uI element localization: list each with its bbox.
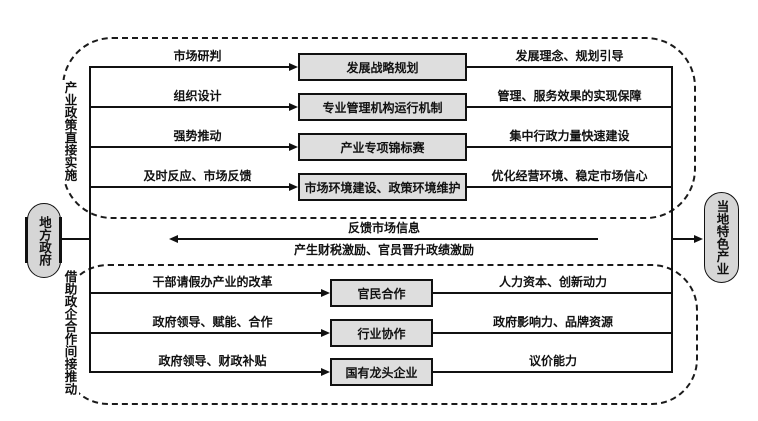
feedback-bottom-label: 产生财税激励、官员晋升政绩激励: [293, 243, 474, 257]
row-left-label: 组织设计: [173, 89, 222, 103]
row-right-label: 集中行政力量快速建设: [509, 129, 630, 143]
row-right-label: 优化经营环境、稳定市场信心: [491, 169, 648, 183]
row-left-label: 市场研判: [173, 49, 222, 63]
flow-line: [90, 186, 289, 188]
flow-line: [467, 186, 673, 188]
arrowhead-right-icon: [694, 235, 703, 243]
row-left-label: 强势推动: [173, 129, 222, 143]
flow-line: [467, 146, 673, 148]
row-left-label: 政府领导、财政补贴: [158, 354, 267, 368]
flow-line: [90, 106, 289, 108]
bottom-section-side-label: 借助政企合作间接推动: [61, 269, 79, 396]
feedback-line: [178, 238, 598, 240]
row-right-label: 议价能力: [528, 354, 577, 368]
row-left-label: 及时反应、市场反馈: [143, 169, 252, 183]
arrowhead-right-icon: [289, 183, 298, 191]
flow-line: [90, 292, 321, 294]
flow-line: [90, 371, 321, 373]
node-side-bar: [25, 217, 28, 263]
arrowhead-right-icon: [321, 289, 330, 297]
row-right-label: 发展理念、规划引导: [515, 49, 624, 63]
node-side-bar: [59, 217, 62, 263]
flow-line: [90, 66, 289, 68]
top-section-side-label: 产业政策直接实施: [61, 80, 79, 182]
process-box: 发展战略规划: [298, 53, 467, 81]
local-specialty-industry-node: 当地特色产业: [704, 192, 739, 283]
flow-line: [433, 292, 673, 294]
right-node-connector: [672, 238, 695, 240]
left-node-connector: [60, 238, 90, 240]
left-trunk-line: [89, 66, 91, 373]
right-trunk-line: [671, 66, 673, 373]
arrowhead-right-icon: [321, 368, 330, 376]
flow-line: [433, 371, 673, 373]
row-left-label: 干部请假办产业的改革: [152, 275, 273, 289]
arrowhead-right-icon: [289, 143, 298, 151]
flow-line: [467, 106, 673, 108]
process-box: 专业管理机构运行机制: [298, 93, 467, 121]
row-right-label: 政府影响力、品牌资源: [492, 315, 613, 329]
process-box: 国有龙头企业: [330, 358, 433, 386]
flow-line: [90, 146, 289, 148]
flow-line: [90, 332, 321, 334]
flow-line: [467, 66, 673, 68]
process-box: 行业协作: [330, 319, 433, 347]
row-right-label: 人力资本、创新动力: [498, 275, 607, 289]
arrowhead-right-icon: [289, 103, 298, 111]
flow-line: [433, 332, 673, 334]
arrowhead-right-icon: [289, 63, 298, 71]
process-box: 官民合作: [330, 279, 433, 307]
row-left-label: 政府领导、赋能、合作: [152, 315, 273, 329]
arrowhead-right-icon: [321, 329, 330, 337]
arrowhead-left-icon: [169, 235, 178, 243]
process-box: 产业专项锦标赛: [298, 133, 467, 161]
process-box: 市场环境建设、政策环境维护: [298, 173, 467, 201]
row-right-label: 管理、服务效果的实现保障: [497, 89, 642, 103]
local-government-node: 地方政府: [27, 203, 61, 278]
feedback-top-label: 反馈市场信息: [347, 221, 420, 235]
